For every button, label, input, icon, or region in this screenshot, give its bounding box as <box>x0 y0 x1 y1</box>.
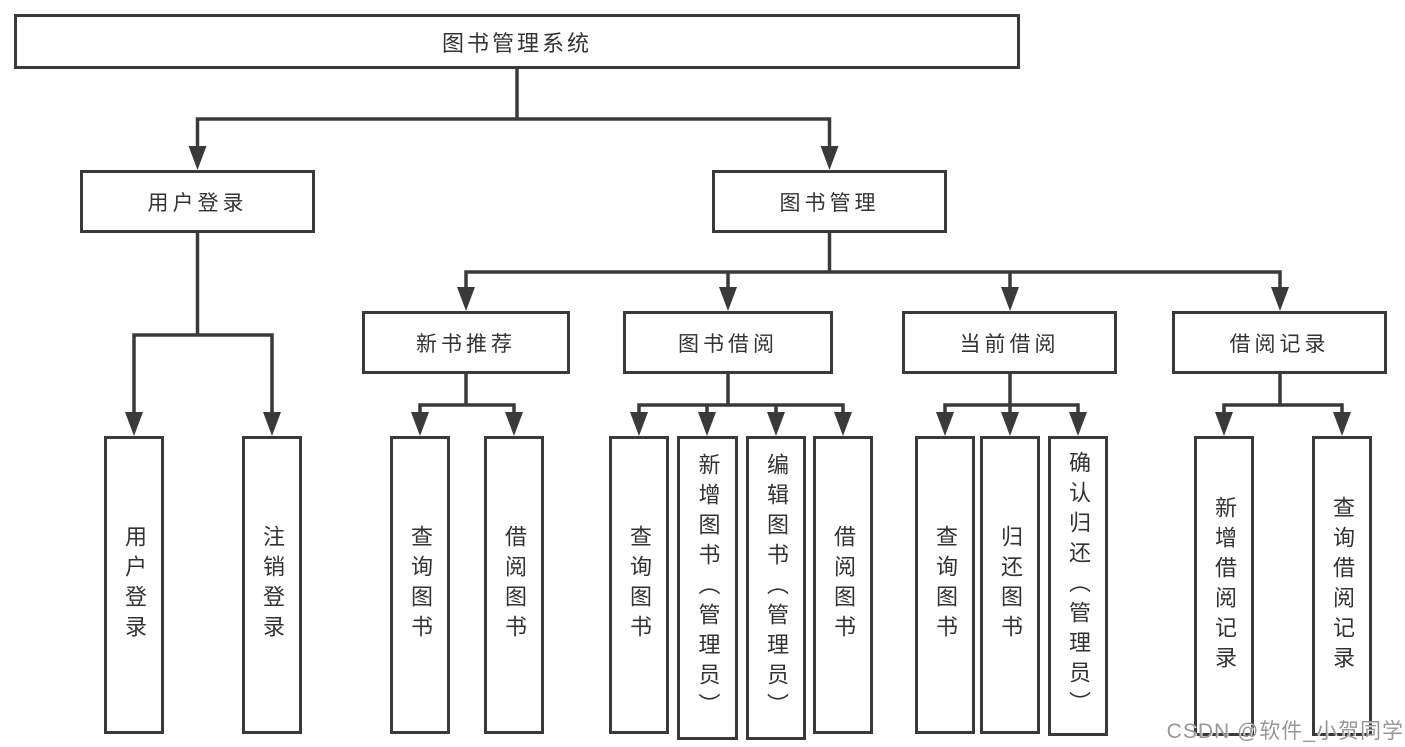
leaf-add-books-admin: 新增图书（管理员） <box>677 436 738 740</box>
node-label: 新增借阅记录 <box>1212 496 1237 676</box>
node-book-management: 图书管理 <box>712 170 947 233</box>
node-new-book-recommendation: 新书推荐 <box>362 311 570 374</box>
node-label: 查询图书 <box>627 525 652 645</box>
node-label: 查询图书 <box>408 525 433 645</box>
node-label: 借阅记录 <box>1229 332 1330 356</box>
leaf-add-borrow-record: 新增借阅记录 <box>1194 436 1254 736</box>
leaf-logout: 注销登录 <box>242 436 302 734</box>
node-label: 确认归还（管理员） <box>1066 451 1091 721</box>
node-label: 查询图书 <box>933 525 958 645</box>
node-label: 图书管理 <box>779 191 880 215</box>
leaf-return-books: 归还图书 <box>980 436 1040 734</box>
leaf-query-books-borrowing: 查询图书 <box>609 436 669 734</box>
node-user-login: 用户登录 <box>80 170 315 233</box>
node-label: 用户登录 <box>122 525 147 645</box>
leaf-borrow-books-borrowing: 借阅图书 <box>813 436 873 734</box>
node-label: 图书借阅 <box>678 332 778 356</box>
leaf-user-login: 用户登录 <box>104 436 164 734</box>
node-label: 图书管理系统 <box>441 30 592 56</box>
node-label: 查询借阅记录 <box>1330 496 1355 676</box>
node-label: 编辑图书（管理员） <box>764 453 789 723</box>
leaf-query-borrow-record: 查询借阅记录 <box>1312 436 1372 736</box>
leaf-borrow-books-recommend: 借阅图书 <box>484 436 544 734</box>
node-book-borrowing: 图书借阅 <box>623 311 833 374</box>
leaf-edit-books-admin: 编辑图书（管理员） <box>746 436 806 740</box>
node-label: 用户登录 <box>147 191 248 215</box>
node-label: 新增图书（管理员） <box>695 453 721 723</box>
node-borrowing-records: 借阅记录 <box>1172 311 1387 374</box>
node-label: 当前借阅 <box>959 332 1060 356</box>
node-library-management-system: 图书管理系统 <box>14 14 1020 69</box>
watermark: CSDN @软件_小贺同学 <box>1166 720 1404 743</box>
leaf-query-books-recommend: 查询图书 <box>390 436 450 734</box>
leaf-query-books-current: 查询图书 <box>915 436 975 734</box>
node-label: 借阅图书 <box>502 525 527 645</box>
node-label: 借阅图书 <box>831 525 856 645</box>
node-label: 新书推荐 <box>416 332 516 356</box>
node-current-borrowing: 当前借阅 <box>902 311 1117 374</box>
leaf-confirm-return-admin: 确认归还（管理员） <box>1048 436 1108 736</box>
node-label: 归还图书 <box>998 525 1023 645</box>
node-label: 注销登录 <box>260 525 285 645</box>
